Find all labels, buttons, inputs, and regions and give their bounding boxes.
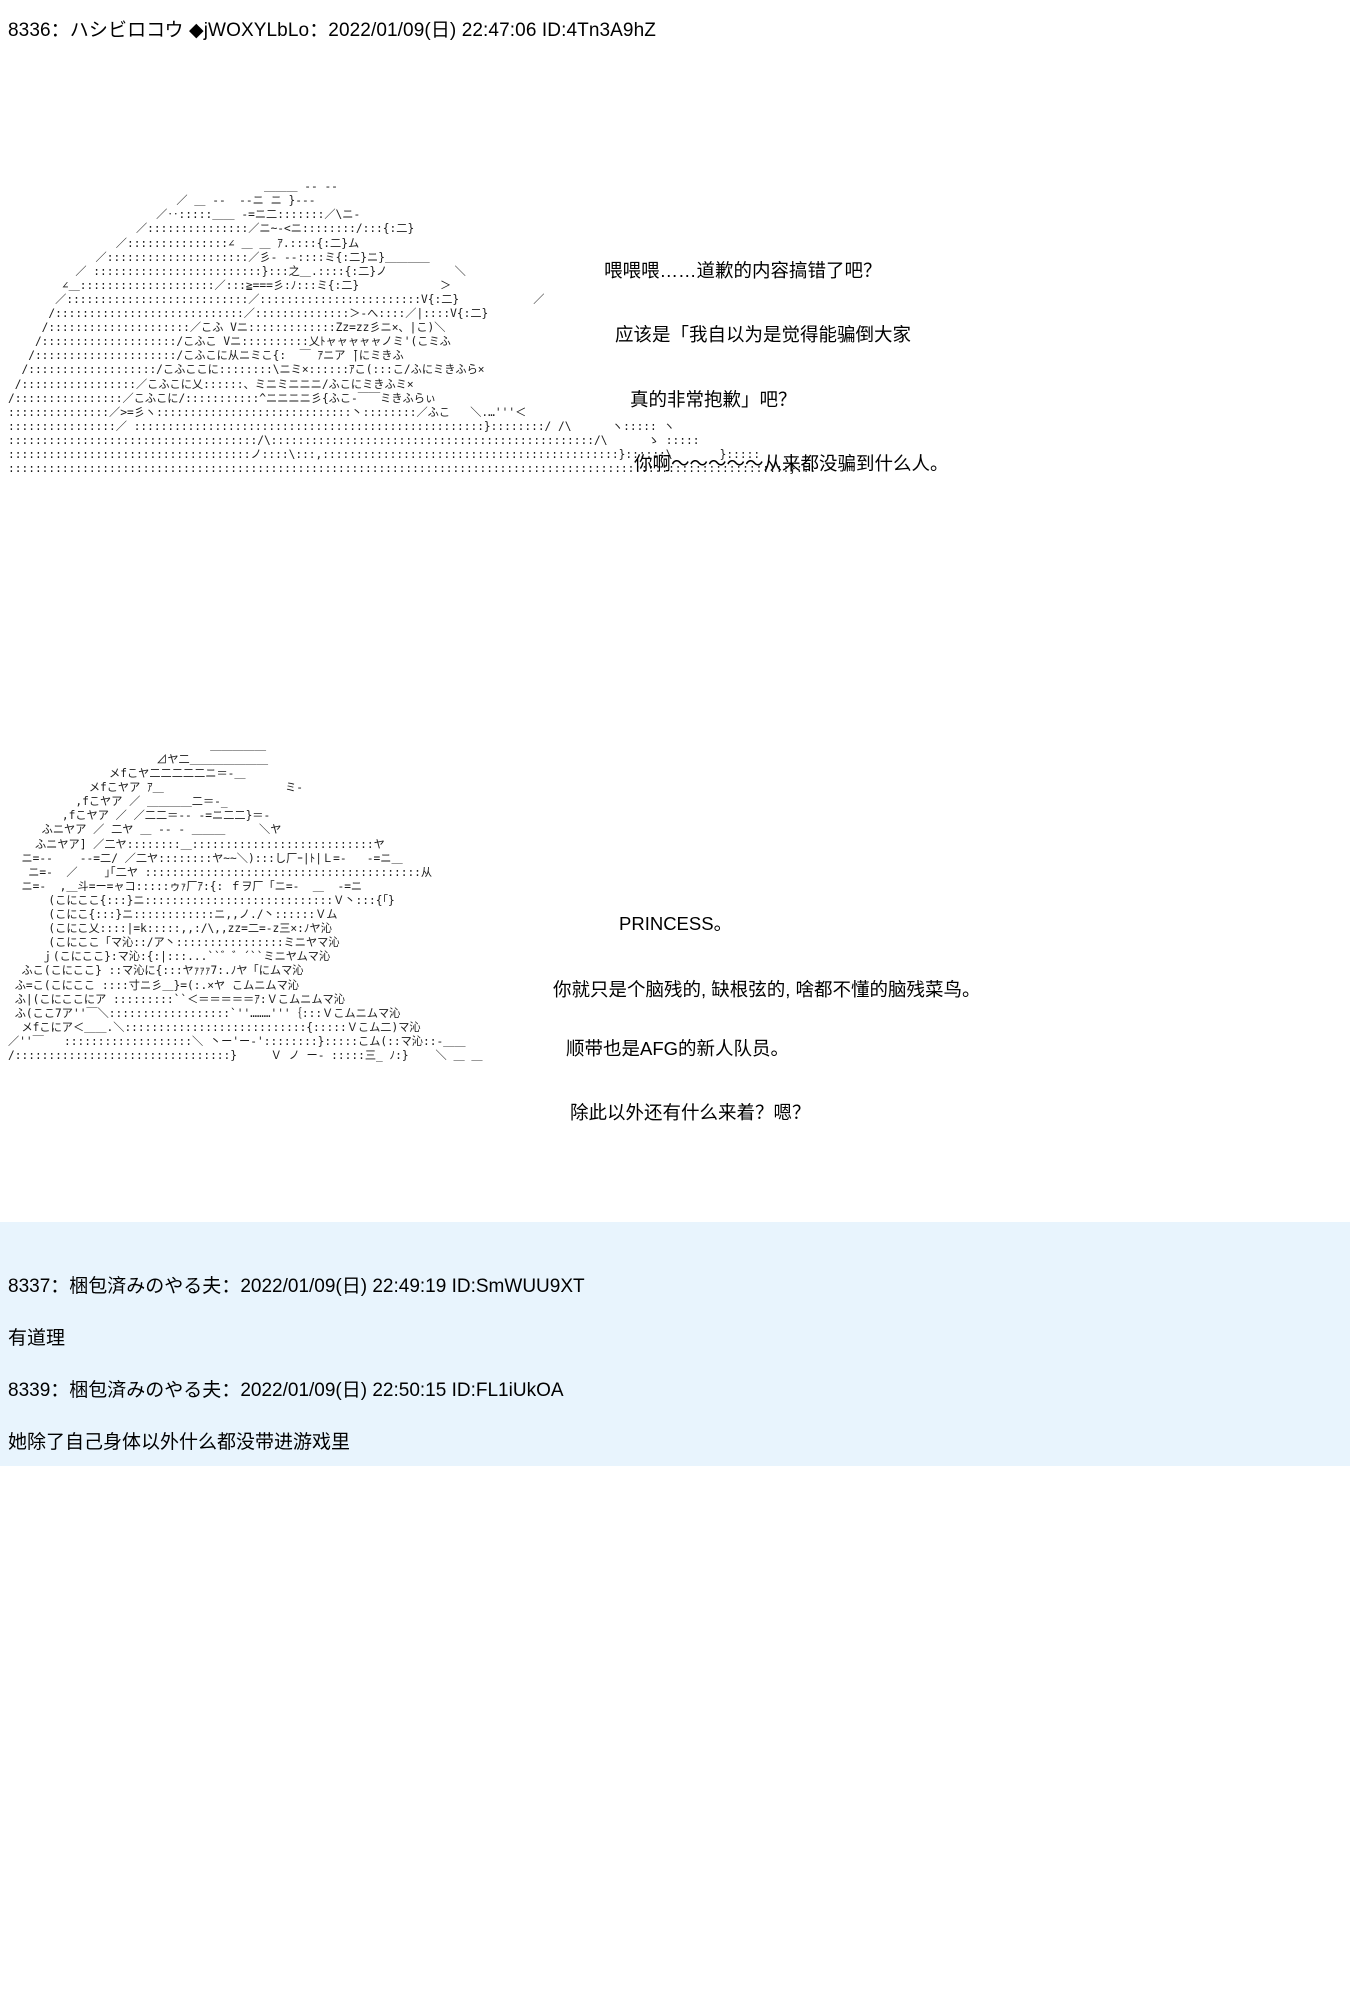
reply-author-name: 梱包済みのやる夫	[69, 1379, 222, 1401]
reply-id: ID:FL1iUkOA	[451, 1379, 564, 1401]
main-post-header: 8336：ハシビロコウ ◆jWOXYLbLo：2022/01/09(日) 22:…	[0, 0, 1350, 44]
dialogue-line-5: PRINCESS。	[619, 912, 733, 934]
ascii-art-canvas-2: ＿＿＿＿＿ ⊿ヤ二＿＿＿＿＿＿＿ メfこヤ二二二二二ニ＝-＿ メfこヤア ｱ＿ …	[8, 738, 483, 1062]
reply-separator-1: ：	[50, 1275, 70, 1297]
reply-header: 8339：梱包済みのやる夫：2022/01/09(日) 22:50:15 ID:…	[8, 1352, 1350, 1404]
dialogue-line-8: 除此以外还有什么来着？嗯？	[570, 1101, 811, 1123]
post-date: 2022/01/09(日) 22:47:06	[328, 20, 537, 41]
post-separator-1: ：	[50, 20, 70, 41]
reply-date: 2022/01/09(日) 22:49:19	[240, 1275, 447, 1297]
post-id: ID:4Tn3A9hZ	[541, 20, 656, 41]
reply-band-top-divider	[0, 1221, 1350, 1248]
reply-separator-1: ：	[50, 1379, 70, 1401]
reply-number: 8339	[8, 1379, 51, 1401]
dialogue-line-7: 顺带也是AFG的新人队员。	[566, 1037, 790, 1059]
reply-separator-2: ：	[221, 1379, 241, 1401]
ascii-art-scene-1: ＿＿＿ -‐ ‐- ／ ＿ -‐ ‐-ニ ニ }‐-- ／‥:::::＿＿ -=…	[8, 152, 1350, 561]
reply-date: 2022/01/09(日) 22:50:15	[240, 1379, 447, 1401]
dialogue-line-1: 喂喂喂……道歉的内容搞错了吧？	[604, 260, 882, 281]
post-tripcode: ◆jWOXYLbLo	[189, 20, 310, 41]
reply-separator-2: ：	[221, 1275, 241, 1297]
reply-message: 她除了自己身体以外什么都没带进游戏里	[8, 1431, 351, 1453]
dialogue-line-4: 你啊～～～～～从来都没骗到什么人。	[634, 453, 949, 474]
reply-list: 8337：梱包済みのやる夫：2022/01/09(日) 22:49:19 ID:…	[0, 1247, 1350, 1466]
ascii-art-canvas-1: ＿＿＿ -‐ ‐- ／ ＿ -‐ ‐-ニ ニ }‐-- ／‥:::::＿＿ -=…	[8, 180, 817, 476]
main-post-body: ＿＿＿ -‐ ‐- ／ ＿ -‐ ‐-ニ ニ }‐-- ／‥:::::＿＿ -=…	[0, 152, 1350, 1148]
post-number: 8336	[8, 20, 51, 41]
post-separator-2: ：	[309, 20, 329, 41]
reply-post-8337: 8337：梱包済みのやる夫：2022/01/09(日) 22:49:19 ID:…	[8, 1248, 1350, 1352]
ascii-art-scene-2: ＿＿＿＿＿ ⊿ヤ二＿＿＿＿＿＿＿ メfこヤ二二二二二ニ＝-＿ メfこヤア ｱ＿ …	[8, 711, 1350, 1148]
reply-post-8339: 8339：梱包済みのやる夫：2022/01/09(日) 22:50:15 ID:…	[8, 1352, 1350, 1456]
post-bottom-spacer	[0, 1147, 1350, 1222]
dialogue-line-2: 应该是「我自以为是觉得能骗倒大家	[615, 324, 912, 345]
reply-message: 有道理	[8, 1327, 66, 1349]
dialogue-line-3: 真的非常抱歉」吧？	[630, 389, 797, 410]
reply-author-name: 梱包済みのやる夫	[69, 1275, 222, 1297]
reply-header: 8337：梱包済みのやる夫：2022/01/09(日) 22:49:19 ID:…	[8, 1248, 1350, 1300]
reply-number: 8337	[8, 1275, 51, 1297]
reply-id: ID:SmWUU9XT	[451, 1275, 585, 1297]
post-author-name: ハシビロコウ	[69, 20, 184, 41]
dialogue-line-6: 你就只是个脑残的, 缺根弦的, 啥都不懂的脑残菜鸟。	[553, 978, 981, 1000]
